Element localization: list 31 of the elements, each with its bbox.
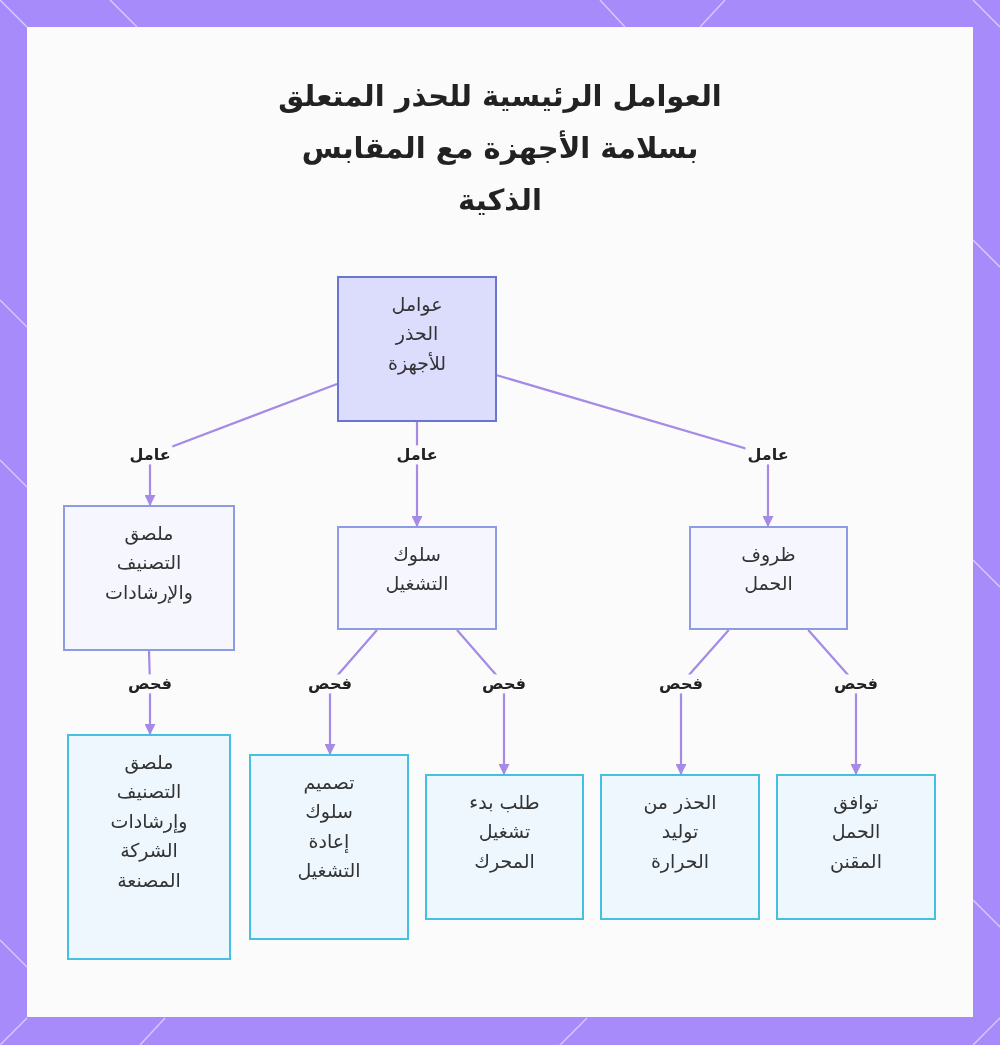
node-text: ملصق التصنيف وإرشادات الشركة المصنعة: [109, 750, 189, 893]
node-text: طلب بدء تشغيل المحرك: [468, 790, 541, 875]
check-box: [249, 754, 409, 940]
node-text: سلوك التشغيل: [384, 542, 450, 597]
root-box: [337, 276, 497, 422]
edge-label: فحص: [306, 674, 354, 694]
check-box: [776, 774, 936, 920]
edge-label: فحص: [480, 674, 528, 694]
factor-box: [337, 526, 497, 630]
node-text: ظروف الحمل: [740, 542, 797, 597]
check-box: [67, 734, 231, 960]
edge-label: عامل: [394, 445, 440, 465]
edge-label: عامل: [127, 445, 173, 465]
check-box: [600, 774, 760, 920]
connector-arrow: [324, 629, 378, 756]
connector-arrow: [675, 629, 730, 776]
edge-label: فحص: [126, 674, 174, 694]
factor-box: [689, 526, 848, 630]
node-text: ملصق التصنيف والإرشادات: [104, 521, 194, 606]
check-box: [425, 774, 584, 920]
connector-arrow: [807, 629, 862, 776]
node-text: عوامل الحذر للأجهزة: [386, 292, 448, 377]
diagram-title: العوامل الرئيسية للحذر المتعلق بسلامة الأجهزة مع المقابس الذكية: [277, 78, 723, 220]
edge-label: فحص: [657, 674, 705, 694]
factor-box: [63, 505, 235, 651]
node-text: توافق الحمل المقنن: [829, 790, 883, 875]
edge-label: فحص: [832, 674, 880, 694]
connector-arrow: [496, 374, 774, 528]
edge-label: عامل: [745, 445, 791, 465]
node-text: الحذر من توليد الحرارة: [642, 790, 718, 875]
node-text: تصميم سلوك إعادة التشغيل: [296, 770, 362, 884]
